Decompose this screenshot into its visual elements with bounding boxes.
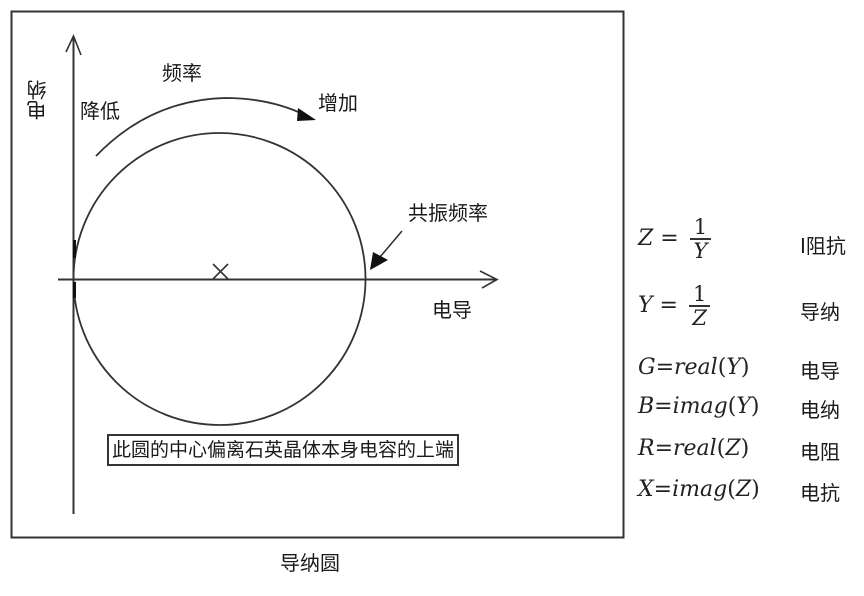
formula-op: = <box>659 293 678 318</box>
formula-row-susceptance: B=imag(Y) <box>638 393 760 419</box>
x-axis-arrowhead <box>479 270 499 289</box>
resonance-pointer-line <box>379 230 403 258</box>
formula-row-conductance: G=real(Y) <box>638 354 750 380</box>
resonance-frequency-label: 共振频率 <box>408 201 488 225</box>
circle-center-cross-icon <box>212 263 229 280</box>
diagram-caption: 导纳圆 <box>280 551 340 575</box>
frequency-direction-arc <box>95 97 306 157</box>
circle-center-note: 此圆的中心偏离石英晶体本身电容的上端 <box>107 434 460 466</box>
formula-row-resistance: R=real(Z) <box>638 435 750 461</box>
formula-meaning-admittance: 导纳 <box>800 300 840 324</box>
formula-row-admittance: Y = 1 Z <box>638 283 711 329</box>
formula-meaning-reactance: 电抗 <box>800 481 840 505</box>
formula-fraction: 1 Z <box>688 283 711 329</box>
formula-op: = <box>660 226 679 251</box>
resonance-arrowhead-icon <box>370 252 388 270</box>
frequency-arrowhead-icon <box>297 108 316 121</box>
frequency-label: 频率 <box>162 61 202 85</box>
formula-meaning-susceptance: 电纳 <box>800 398 840 422</box>
formula-row-reactance: X=imag(Z) <box>638 476 760 502</box>
y-axis-arrowhead <box>65 33 82 56</box>
formula-lhs: Z <box>638 226 654 251</box>
formula-lhs: Y <box>638 293 653 318</box>
diagram-frame <box>10 10 625 539</box>
y-axis-label: 电纳 <box>26 80 50 120</box>
formula-meaning-impedance: I阻抗 <box>800 234 846 258</box>
frequency-decrease-label: 降低 <box>80 99 120 123</box>
admittance-circle <box>72 132 367 426</box>
frequency-increase-label: 增加 <box>318 91 358 115</box>
formula-meaning-resistance: 电阻 <box>800 440 840 464</box>
formula-fraction: 1 Y <box>689 216 712 262</box>
formula-meaning-conductance: 电导 <box>800 359 840 383</box>
formula-row-impedance: Z = 1 Y <box>638 216 712 262</box>
x-axis-label: 电导 <box>432 298 472 322</box>
